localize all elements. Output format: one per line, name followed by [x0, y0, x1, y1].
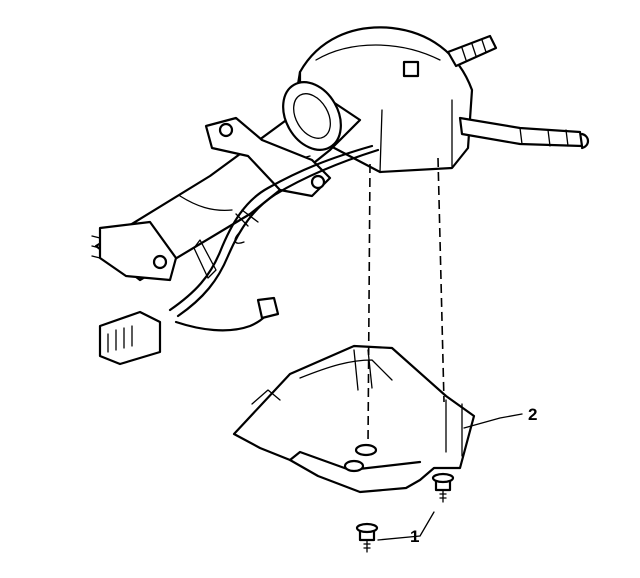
wiring-harness — [168, 144, 380, 332]
alignment-lines — [367, 157, 445, 447]
leader-line-1 — [377, 511, 435, 541]
lower-cover — [232, 344, 476, 494]
turn-signal-lever — [458, 116, 590, 150]
callout-1: 1 — [410, 527, 419, 546]
wiring-connector — [98, 296, 280, 366]
screw-right — [431, 472, 455, 503]
mounting-bracket — [204, 116, 332, 198]
steering-shaft-top — [446, 34, 498, 68]
shroud-tab — [402, 60, 420, 78]
screw-left — [355, 522, 379, 553]
column-lower-bracket — [91, 220, 178, 282]
callout-2: 2 — [528, 405, 537, 424]
leader-line-2 — [463, 413, 523, 429]
